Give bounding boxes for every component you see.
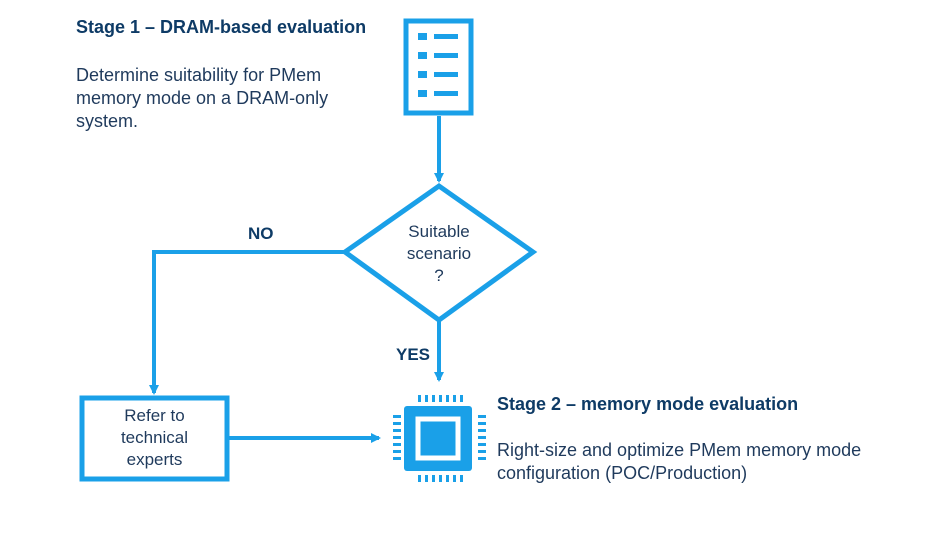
stage1-title: Stage 1 – DRAM-based evaluation xyxy=(76,17,367,37)
decision-diamond xyxy=(340,182,538,324)
refer-line-2: technical xyxy=(120,428,189,447)
refer-box-text: Refer to technical experts xyxy=(84,405,225,471)
connector-no xyxy=(149,250,345,395)
document-list-icon xyxy=(403,18,474,116)
chip-icon xyxy=(393,395,486,482)
refer-line-3: experts xyxy=(126,450,183,469)
decision-line-2: scenario xyxy=(406,244,472,263)
stage2-title: Stage 2 – memory mode evaluation xyxy=(497,394,799,414)
refer-box xyxy=(79,395,230,482)
branch-no-label: NO xyxy=(248,224,274,243)
stage1-description: Determine suitability for PMem memory mo… xyxy=(76,65,329,131)
stage2-description: Right-size and optimize PMem memory mode… xyxy=(497,440,862,483)
decision-line-1: Suitable xyxy=(408,222,470,241)
decision-line-3: ? xyxy=(434,266,444,285)
decision-text: Suitable scenario ? xyxy=(389,221,489,287)
branch-yes-label: YES xyxy=(396,345,431,364)
refer-line-1: Refer to xyxy=(124,406,185,425)
